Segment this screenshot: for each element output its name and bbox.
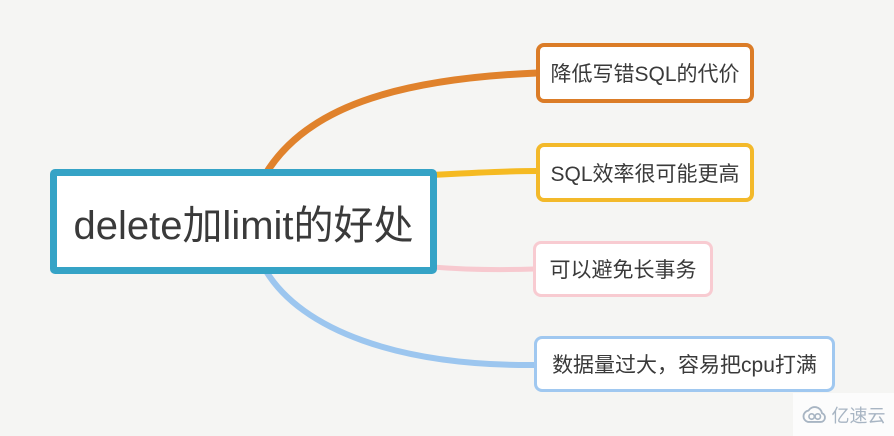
branch-node-1-label: 降低写错SQL的代价 [550,63,740,86]
connector-branch-1 [261,69,541,179]
watermark: 亿速云 [793,393,894,436]
connector-branch-4 [263,268,538,369]
branch-node-3[interactable]: 可以避免长事务 [533,241,713,297]
branch-node-4[interactable]: 数据量过大，容易把cpu打满 [534,336,835,392]
root-node[interactable]: delete加limit的好处 [50,169,437,274]
branch-node-2[interactable]: SQL效率很可能更高 [536,143,754,202]
branch-node-3-label: 可以避免长事务 [549,259,697,282]
branch-node-4-label: 数据量过大，容易把cpu打满 [552,354,817,377]
branch-node-1[interactable]: 降低写错SQL的代价 [536,43,754,103]
connector-branch-2 [429,168,540,178]
branch-node-2-label: SQL效率很可能更高 [550,162,740,186]
cloud-icon [802,404,828,425]
root-node-label: delete加limit的好处 [73,203,414,248]
connector-branch-3 [429,264,537,273]
watermark-label: 亿速云 [831,405,886,426]
